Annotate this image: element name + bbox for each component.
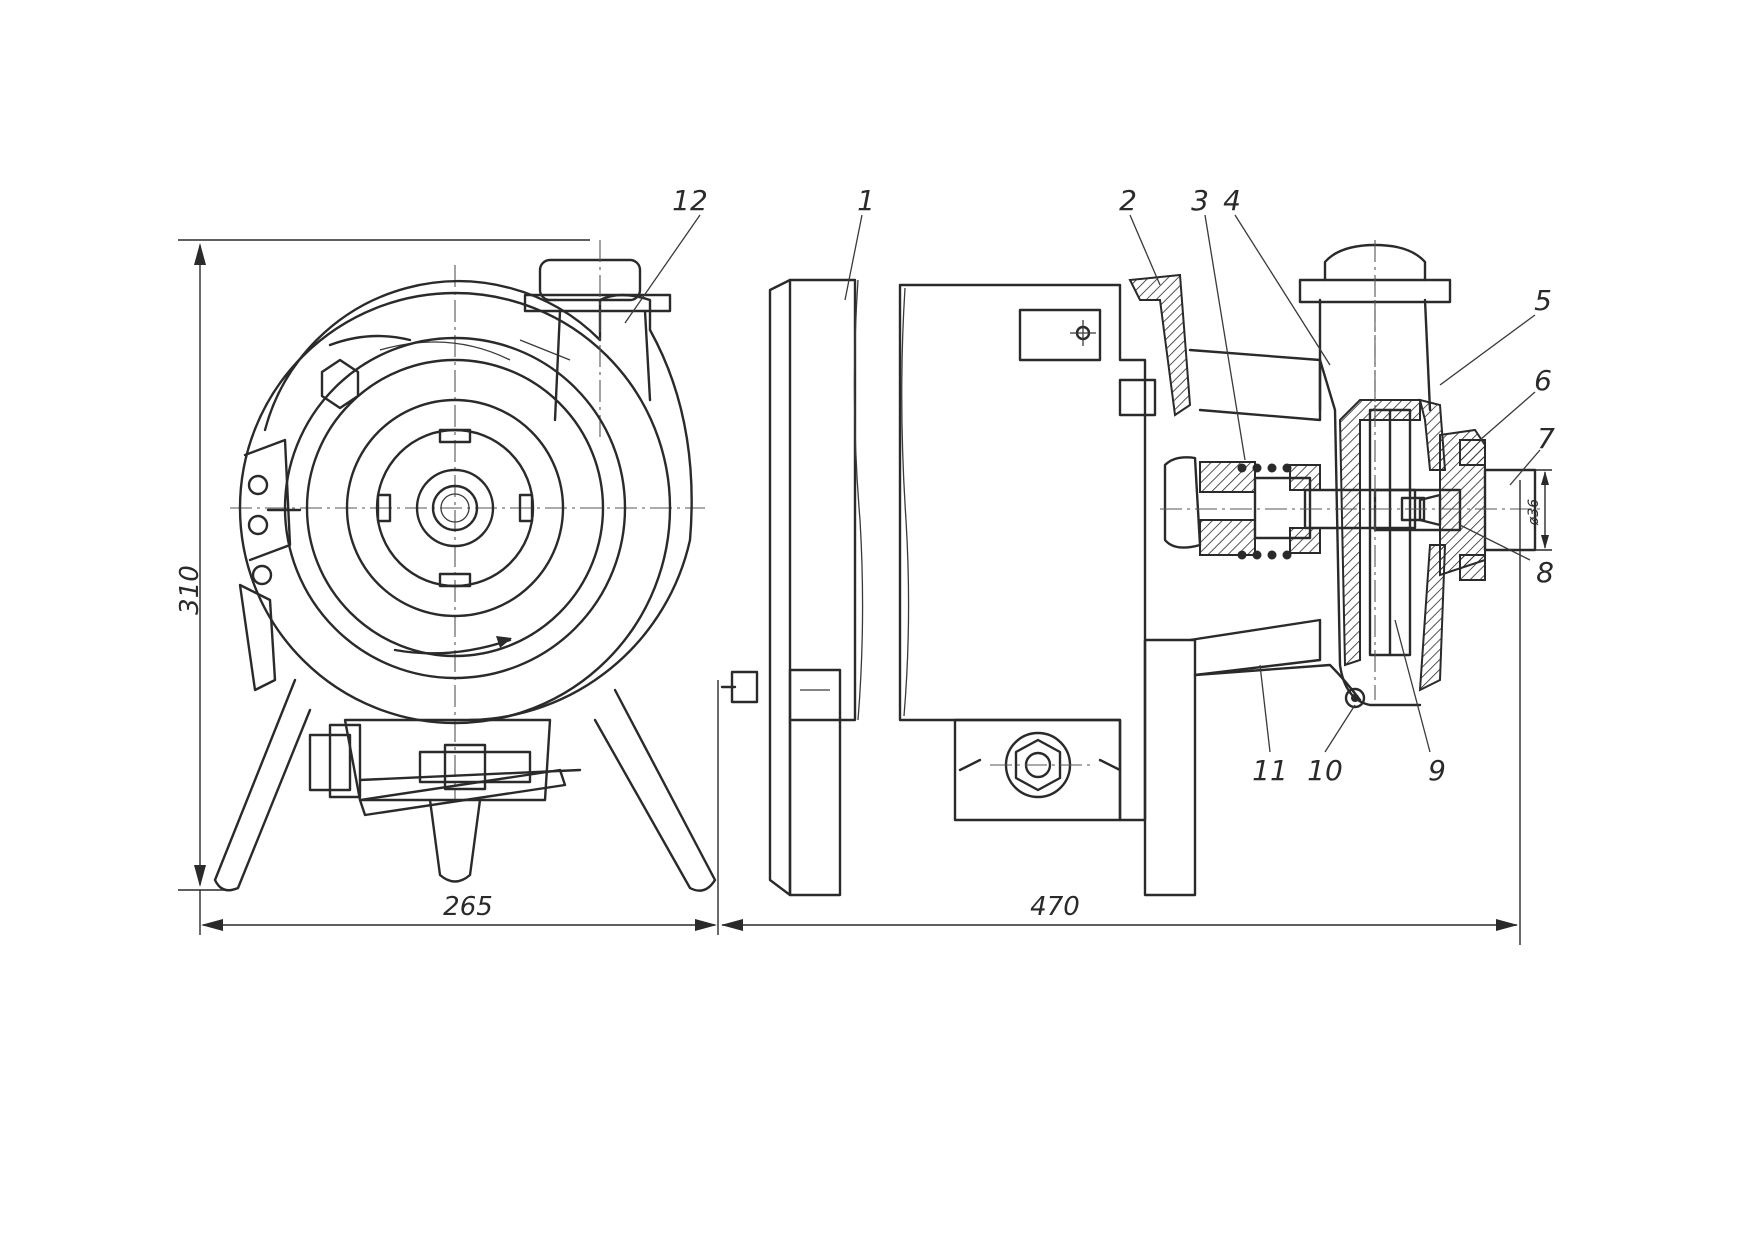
callout-7: 7 bbox=[1537, 422, 1555, 455]
clamp-latch bbox=[243, 438, 292, 562]
callout-8: 8 bbox=[1536, 556, 1554, 589]
clamp-lever bbox=[238, 583, 277, 692]
left-foot bbox=[788, 668, 842, 897]
front-view bbox=[213, 240, 717, 892]
dimensions: 310 265 470 ø36 bbox=[175, 239, 1552, 945]
height-dimension-label: 310 bbox=[175, 565, 205, 615]
callout-4: 4 bbox=[1223, 184, 1241, 217]
center-leg bbox=[428, 798, 482, 883]
outlet-branch bbox=[1318, 298, 1432, 412]
casing-back-wall bbox=[1338, 399, 1421, 667]
seal-block-upper bbox=[1199, 461, 1256, 493]
callout-10: 10 bbox=[1307, 754, 1343, 787]
inner-ring-2 bbox=[305, 358, 605, 658]
length-dimension-label: 470 bbox=[1030, 892, 1080, 922]
outlet-neck bbox=[553, 309, 652, 422]
base-bracket bbox=[343, 718, 552, 802]
right-leg bbox=[593, 688, 717, 892]
bore-dimension-label: ø36 bbox=[1526, 499, 1542, 526]
rotation-arrow bbox=[393, 638, 512, 655]
inner-ring-1 bbox=[283, 336, 627, 680]
hub-outer bbox=[415, 468, 495, 548]
callout-1: 1 bbox=[857, 184, 875, 217]
inner-ring-3 bbox=[345, 398, 565, 618]
outlet-flange bbox=[523, 293, 672, 313]
callouts: 12 1 2 3 4 5 6 7 8 9 10 11 bbox=[624, 184, 1555, 787]
housing-outline bbox=[238, 291, 672, 725]
mechanical-seal bbox=[1253, 476, 1312, 540]
callout-12: 12 bbox=[672, 184, 708, 217]
seal-block-lower bbox=[1199, 519, 1256, 556]
end-shield-left bbox=[768, 278, 792, 897]
side-view bbox=[720, 240, 1545, 897]
cover-bolt bbox=[1118, 378, 1157, 417]
terminal-box bbox=[953, 718, 1122, 822]
bearing-cover bbox=[1128, 273, 1192, 417]
width-dimension-label: 265 bbox=[443, 892, 493, 922]
callout-5: 5 bbox=[1534, 284, 1552, 317]
callout-9: 9 bbox=[1428, 754, 1446, 787]
hub-bore bbox=[431, 484, 479, 532]
shaft-nut bbox=[1163, 456, 1202, 549]
motor-body bbox=[898, 283, 1147, 822]
callout-3: 3 bbox=[1191, 184, 1209, 217]
outlet-cap bbox=[538, 258, 642, 302]
right-foot bbox=[1143, 638, 1197, 897]
drain-plug-hex bbox=[320, 358, 360, 410]
left-leg bbox=[213, 678, 312, 892]
callout-6: 6 bbox=[1534, 364, 1552, 397]
callout-11: 11 bbox=[1252, 754, 1288, 787]
callout-2: 2 bbox=[1119, 184, 1137, 217]
drain-screw bbox=[1344, 687, 1366, 709]
nameplate bbox=[1018, 308, 1102, 362]
